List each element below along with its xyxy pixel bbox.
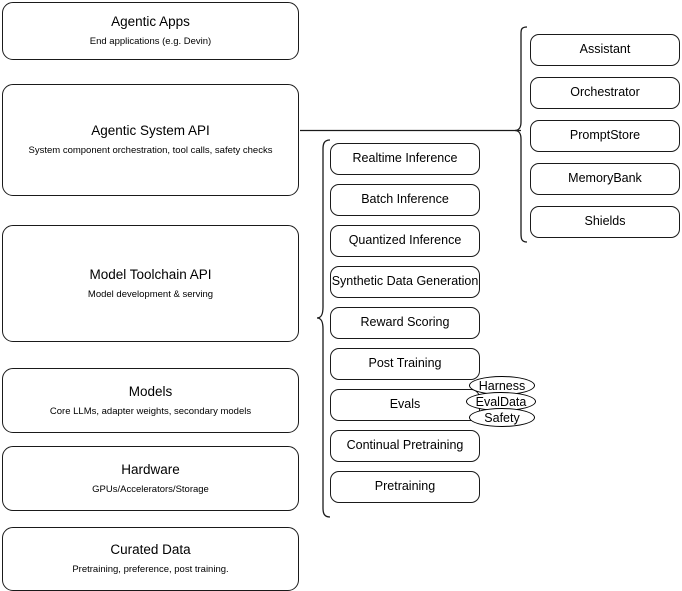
toolchain-item-batch-inference[interactable]: Batch Inference — [330, 184, 480, 216]
agentic-component-shields[interactable]: Shields — [530, 206, 680, 238]
layer-curated-data[interactable]: Curated Data Pretraining, preference, po… — [2, 527, 299, 591]
chip-label: Assistant — [579, 42, 631, 57]
toolchain-item-post-training[interactable]: Post Training — [330, 348, 480, 380]
agentic-component-memorybank[interactable]: MemoryBank — [530, 163, 680, 195]
chip-label: Evals — [389, 397, 421, 412]
layer-title: Agentic System API — [91, 123, 210, 139]
toolchain-item-quantized-inference[interactable]: Quantized Inference — [330, 225, 480, 257]
pill-label: EvalData — [475, 394, 527, 409]
toolchain-item-realtime-inference[interactable]: Realtime Inference — [330, 143, 480, 175]
agentic-component-promptstore[interactable]: PromptStore — [530, 120, 680, 152]
chip-label: MemoryBank — [568, 171, 642, 186]
layer-agentic-apps[interactable]: Agentic Apps End applications (e.g. Devi… — [2, 2, 299, 60]
agentic-component-assistant[interactable]: Assistant — [530, 34, 680, 66]
layer-models[interactable]: Models Core LLMs, adapter weights, secon… — [2, 368, 299, 433]
layer-title: Hardware — [121, 461, 180, 477]
pill-label: Harness — [478, 378, 526, 393]
chip-label: Continual Pretraining — [346, 438, 464, 453]
layer-title: Model Toolchain API — [89, 266, 212, 282]
toolchain-item-synthetic-data-generation[interactable]: Synthetic Data Generation — [330, 266, 480, 298]
toolchain-item-continual-pretraining[interactable]: Continual Pretraining — [330, 430, 480, 462]
layer-title: Models — [128, 383, 173, 399]
layer-model-toolchain-api[interactable]: Model Toolchain API Model development & … — [2, 225, 299, 342]
layer-subtitle: Core LLMs, adapter weights, secondary mo… — [49, 405, 252, 417]
layer-subtitle: End applications (e.g. Devin) — [89, 36, 212, 47]
layer-subtitle: Model development & serving — [87, 288, 214, 300]
chip-label: Synthetic Data Generation — [331, 274, 479, 289]
chip-label: Realtime Inference — [352, 151, 458, 166]
layer-subtitle: Pretraining, preference, post training. — [72, 564, 229, 575]
layer-subtitle: GPUs/Accelerators/Storage — [92, 483, 209, 495]
layer-hardware[interactable]: Hardware GPUs/Accelerators/Storage — [2, 446, 299, 511]
toolchain-item-pretraining[interactable]: Pretraining — [330, 471, 480, 503]
evals-subcomponent-safety[interactable]: Safety — [469, 408, 535, 427]
chip-label: Orchestrator — [570, 85, 640, 100]
layer-subtitle: System component orchestration, tool cal… — [28, 145, 273, 156]
agentic-component-orchestrator[interactable]: Orchestrator — [530, 77, 680, 109]
chip-label: PromptStore — [569, 128, 641, 143]
chip-label: Reward Scoring — [360, 315, 450, 330]
layer-title: Curated Data — [110, 542, 191, 558]
chip-label: Batch Inference — [361, 192, 449, 207]
chip-label: Pretraining — [374, 479, 436, 494]
chip-label: Quantized Inference — [348, 233, 462, 248]
toolchain-item-evals[interactable]: Evals — [330, 389, 480, 421]
layer-title: Agentic Apps — [111, 14, 190, 30]
toolchain-item-reward-scoring[interactable]: Reward Scoring — [330, 307, 480, 339]
brace-toolchain-capabilities — [316, 139, 331, 518]
brace-agentic-components — [514, 26, 528, 243]
chip-label: Shields — [584, 214, 626, 229]
pill-label: Safety — [484, 410, 520, 425]
chip-label: Post Training — [368, 356, 442, 371]
layer-agentic-system-api[interactable]: Agentic System API System component orch… — [2, 84, 299, 196]
